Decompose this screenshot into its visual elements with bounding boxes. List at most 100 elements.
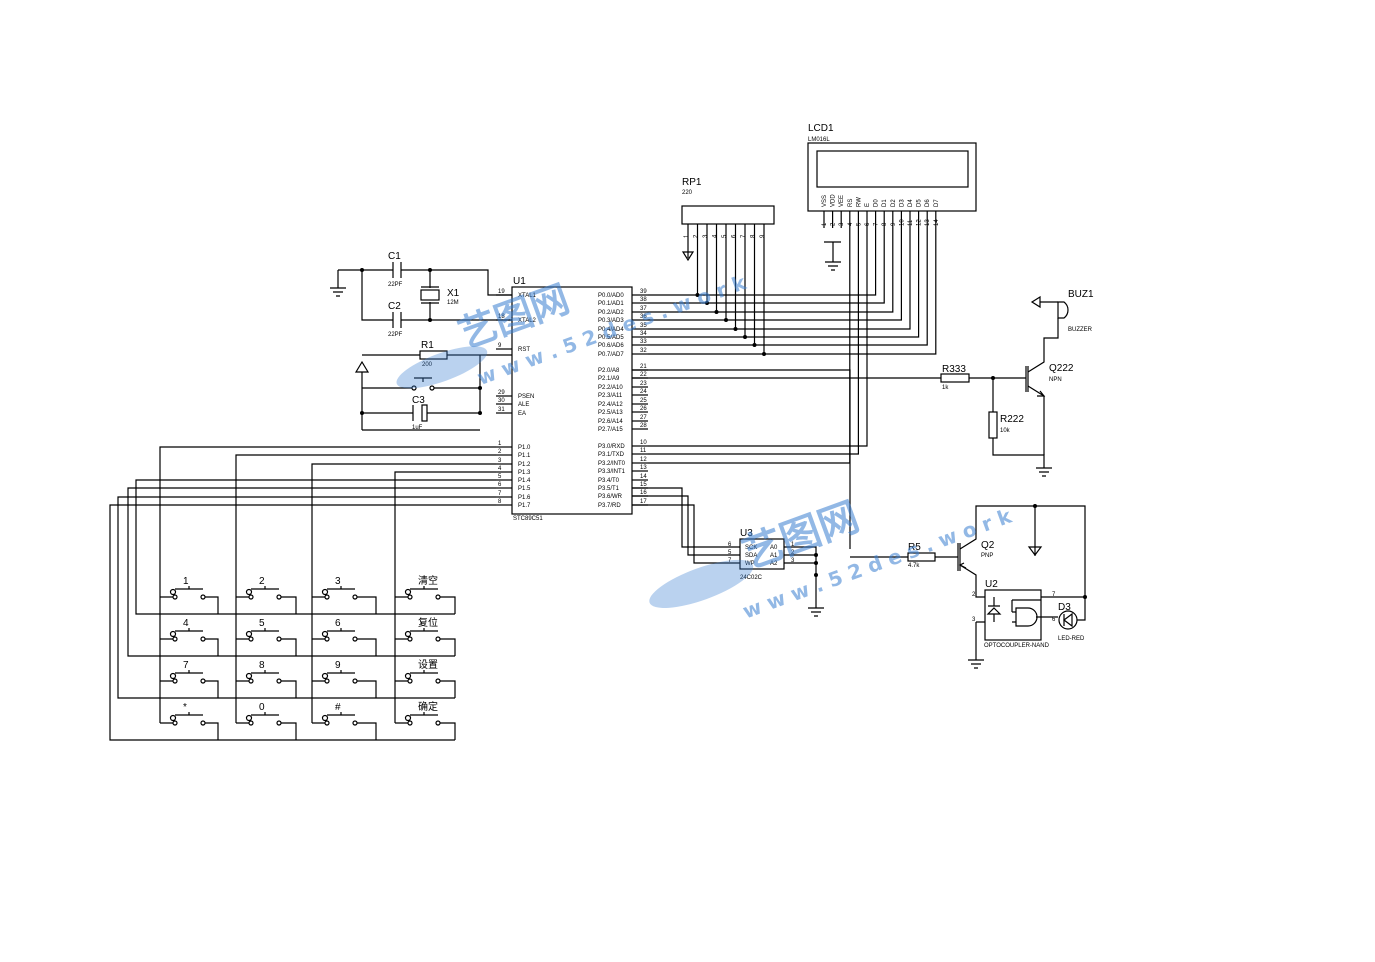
u1-pin-num: 26	[640, 406, 647, 412]
c3-ref: C3	[412, 395, 425, 406]
u1-pin-num: 23	[640, 381, 647, 387]
c2-ref: C2	[388, 301, 401, 312]
c3-value: 1uF	[412, 425, 423, 431]
u1-pin-name: P2.3/A11	[598, 393, 623, 399]
u1-pin-num: 6	[498, 482, 502, 488]
u1-pin-name: P1.0	[518, 445, 531, 451]
keypad-key: 6	[312, 618, 377, 656]
u1-pin-num: 16	[640, 490, 647, 496]
u1-pin-name: P0.7/AD7	[598, 352, 624, 358]
lcd1-pin-num: 2	[831, 222, 837, 226]
u2-pin-7: 7	[1052, 592, 1056, 598]
u1-pin-name: P1.4	[518, 478, 531, 484]
u1-pin-name: P3.3/INT1	[598, 469, 626, 475]
u1-pin-num: 25	[640, 398, 647, 404]
lcd1-pin-name: VSS	[822, 195, 828, 207]
lcd1-display: LCD1 LM016L VSS1VDD2VEE3RS4RW5E6D07D18D2…	[807, 123, 977, 271]
optocoupler-circuit: R5 4.7k Q2 PNP U2 OPTOCOUPLER-NAND 2 3 7…	[850, 504, 1087, 669]
u3-pin-name: SCK	[745, 545, 757, 551]
u1-pin-num: 24	[640, 389, 647, 395]
u1-pin-num: 32	[640, 348, 647, 354]
u1-pin-name: P0.2/AD2	[598, 310, 624, 316]
lcd1-pin-name: D5	[917, 199, 923, 207]
u3-pin-num: 6	[728, 542, 732, 548]
u1-ref: U1	[513, 276, 526, 287]
x1-ref: X1	[447, 288, 460, 299]
u1-pin-num: 28	[640, 423, 647, 429]
u1-pin-num: 7	[498, 491, 502, 497]
u1-pin-name: P0.4/AD4	[598, 327, 624, 333]
u1-pin-name: P0.1/AD1	[598, 301, 624, 307]
keypad-key: 设置	[395, 659, 456, 698]
keypad-key-label: 4	[183, 618, 189, 629]
lcd1-pin-name: D4	[908, 199, 914, 207]
lcd1-pin-num: 11	[908, 219, 914, 226]
u3-pin-num: 3	[791, 558, 795, 564]
r5-value: 4.7k	[908, 563, 920, 569]
lcd1-pin-name: D7	[934, 199, 940, 207]
keypad-key-label: 设置	[418, 659, 438, 671]
lcd1-pin-name: RS	[848, 199, 854, 207]
u1-pin-name: P2.5/A13	[598, 410, 623, 416]
rp1-pin-num: 2	[694, 234, 700, 238]
u1-pin-name: P2.7/A15	[598, 427, 623, 433]
u1-microcontroller: U1 STC89C51 19XTAL118XTAL29RST29PSEN30AL…	[496, 276, 648, 522]
keypad-key-label: #	[335, 702, 341, 713]
lcd1-ref: LCD1	[808, 123, 834, 134]
u1-pin-name: PSEN	[518, 394, 534, 400]
u1-pin-name: P1.2	[518, 462, 531, 468]
u1-pin-name: P2.6/A14	[598, 419, 623, 425]
lcd1-pin-name: D3	[899, 199, 905, 207]
lcd1-pin-num: 8	[882, 222, 888, 226]
keypad-key: 1	[160, 576, 219, 614]
r5-ref: R5	[908, 542, 921, 553]
keypad-key: 清空	[395, 574, 456, 614]
keypad-key-label: 9	[335, 660, 341, 671]
keypad-key-label: 8	[259, 660, 265, 671]
u3-pin-num: 2	[791, 550, 795, 556]
lcd1-part: LM016L	[808, 137, 830, 143]
u1-pin-num: 12	[640, 457, 647, 463]
c2-value: 22PF	[388, 332, 403, 338]
d3-ref: D3	[1058, 602, 1071, 613]
u1-pin-num: 9	[498, 343, 502, 349]
r1-value: 200	[422, 362, 433, 368]
keypad-key-label: 清空	[418, 574, 438, 587]
u1-pin-name: P2.1/A9	[598, 376, 620, 382]
lcd1-pin-num: 10	[899, 219, 905, 226]
lcd1-pin-name: D0	[874, 199, 880, 207]
keypad-key: 复位	[395, 616, 456, 656]
keypad-key-label: 3	[335, 576, 341, 587]
u2-pin-3: 3	[972, 617, 976, 623]
buz1-ref: BUZ1	[1068, 289, 1094, 300]
u1-pin-name: ALE	[518, 402, 529, 408]
u1-pin-name: XTAL1	[518, 293, 537, 299]
u1-pin-name: P3.2/INT0	[598, 461, 626, 467]
u1-pin-name: P0.6/AD6	[598, 343, 624, 349]
keypad-key-label: 确定	[418, 700, 438, 713]
u1-pin-name: P1.5	[518, 486, 531, 492]
u1-pin-num: 38	[640, 297, 647, 303]
u1-pin-num: 39	[640, 289, 647, 295]
rp1-pin-num: 6	[732, 234, 738, 238]
q2-ref: Q2	[981, 540, 995, 551]
u1-pin-num: 14	[640, 474, 647, 480]
u2-pin-2: 2	[972, 592, 976, 598]
rp1-pin-num: 5	[722, 234, 728, 238]
u3-pin-name: SDA	[745, 553, 757, 559]
u1-pin-name: P1.3	[518, 470, 531, 476]
u1-pin-name: P2.2/A10	[598, 385, 623, 391]
r1-ref: R1	[421, 340, 434, 351]
q222-ref: Q222	[1049, 363, 1074, 374]
u3-pin-num: 5	[728, 550, 732, 556]
keypad-key-label: 1	[183, 576, 189, 587]
lcd1-pin-num: 3	[839, 222, 845, 226]
u1-pin-num: 37	[640, 306, 647, 312]
u1-pin-num: 4	[498, 466, 502, 472]
r333-ref: R333	[942, 364, 966, 375]
keypad-key-label: *	[183, 702, 187, 713]
lcd1-pin-num: 12	[917, 219, 923, 226]
keypad-key: 8	[236, 660, 297, 698]
c1-ref: C1	[388, 251, 401, 262]
